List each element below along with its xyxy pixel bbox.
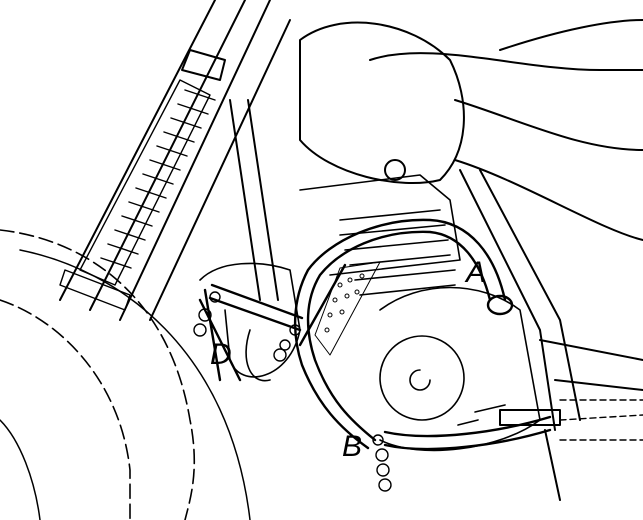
- mounting-bolts: [193, 291, 392, 492]
- heat-shield-mesh: [314, 261, 381, 356]
- front-wheel: [0, 229, 196, 520]
- footpeg-area: [559, 399, 643, 441]
- front-fork: [59, 0, 291, 321]
- fork-gaiter: [59, 79, 216, 311]
- label-d: D: [210, 338, 232, 371]
- crash-bar: [198, 218, 552, 451]
- wheel-tire: [19, 249, 251, 520]
- tank-and-seat: [299, 19, 643, 241]
- wheel-rim: [0, 419, 41, 520]
- label-a: A: [466, 256, 487, 289]
- footpeg: [499, 409, 561, 501]
- frame: [229, 99, 643, 431]
- label-b: B: [342, 430, 363, 463]
